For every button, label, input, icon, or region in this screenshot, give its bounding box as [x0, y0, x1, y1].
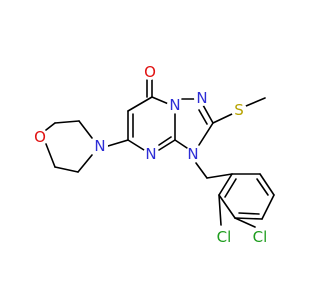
bond-ar2-ar3 [218, 194, 236, 219]
bond-c7-c6 [127, 96, 153, 112]
atom-o-morpholine: O [34, 128, 46, 146]
bond-cb-o [45, 122, 56, 131]
atom-n1: N [169, 96, 180, 114]
bond-cd-nmorph [77, 154, 93, 173]
atom-s: S [234, 101, 244, 119]
triazole-nitrogen-substituted: N [185, 145, 201, 163]
triazole-nitrogen-top: N [194, 89, 210, 107]
carbonyl-oxygen: O [142, 63, 158, 81]
bond-ch2-ar [206, 173, 233, 179]
bond-c5-n [127, 139, 145, 151]
sulfur-atom: S [231, 101, 247, 119]
morpholine-nitrogen: N [92, 137, 108, 155]
atom-n3: N [187, 145, 198, 163]
atom-cl-ortho: Cl [217, 228, 232, 246]
bond-cc-cd [54, 166, 79, 173]
bond-c5-nmorph [107, 139, 129, 147]
bond-ca-cb [54, 120, 80, 124]
bond-ar3-cl [234, 217, 256, 228]
bond-n2-c2-double [198, 109, 208, 125]
bond-c2-n3 [198, 122, 214, 146]
bond-ar3-ar4-double [238, 212, 260, 215]
atom-n-pyrimidine: N [145, 145, 156, 163]
chlorine-meta: Cl [250, 227, 270, 247]
bond-n2-c2 [202, 104, 214, 124]
atom-n-morpholine: N [94, 137, 105, 155]
bond-n3-c3a [174, 139, 188, 149]
atom-labels: O N N S N N N O [32, 63, 270, 247]
atom-o-carbonyl: O [144, 63, 156, 81]
bond-ar3-ar4 [234, 217, 263, 220]
ring-nitrogen-1: N [167, 96, 183, 114]
atom-n2: N [196, 89, 207, 107]
bond-c2-s [212, 113, 233, 124]
molecule-structure: O N N S N N N O [32, 63, 275, 247]
bond-ar4-ar5 [261, 194, 275, 220]
chlorine-ortho: Cl [214, 227, 234, 247]
bond-n-c3a-double [158, 136, 172, 146]
morpholine-oxygen: O [32, 128, 48, 146]
bond-s-ch3 [245, 97, 266, 107]
bonds [45, 77, 275, 228]
bond-o-cc [45, 143, 56, 168]
bond-ar2-cl [218, 194, 222, 226]
bond-ar5-ar6 [259, 173, 275, 196]
atom-cl-meta: Cl [253, 228, 268, 246]
bond-n-c3a [158, 139, 176, 151]
bond-nmorph-ca [78, 120, 93, 139]
bond-ar1-ar2 [218, 173, 233, 196]
bond-ar1-ar2-double [224, 178, 237, 198]
bond-n3-ch2 [195, 162, 208, 179]
pyrimidine-nitrogen: N [143, 145, 159, 163]
bond-ar5-ar6-double [256, 178, 269, 196]
